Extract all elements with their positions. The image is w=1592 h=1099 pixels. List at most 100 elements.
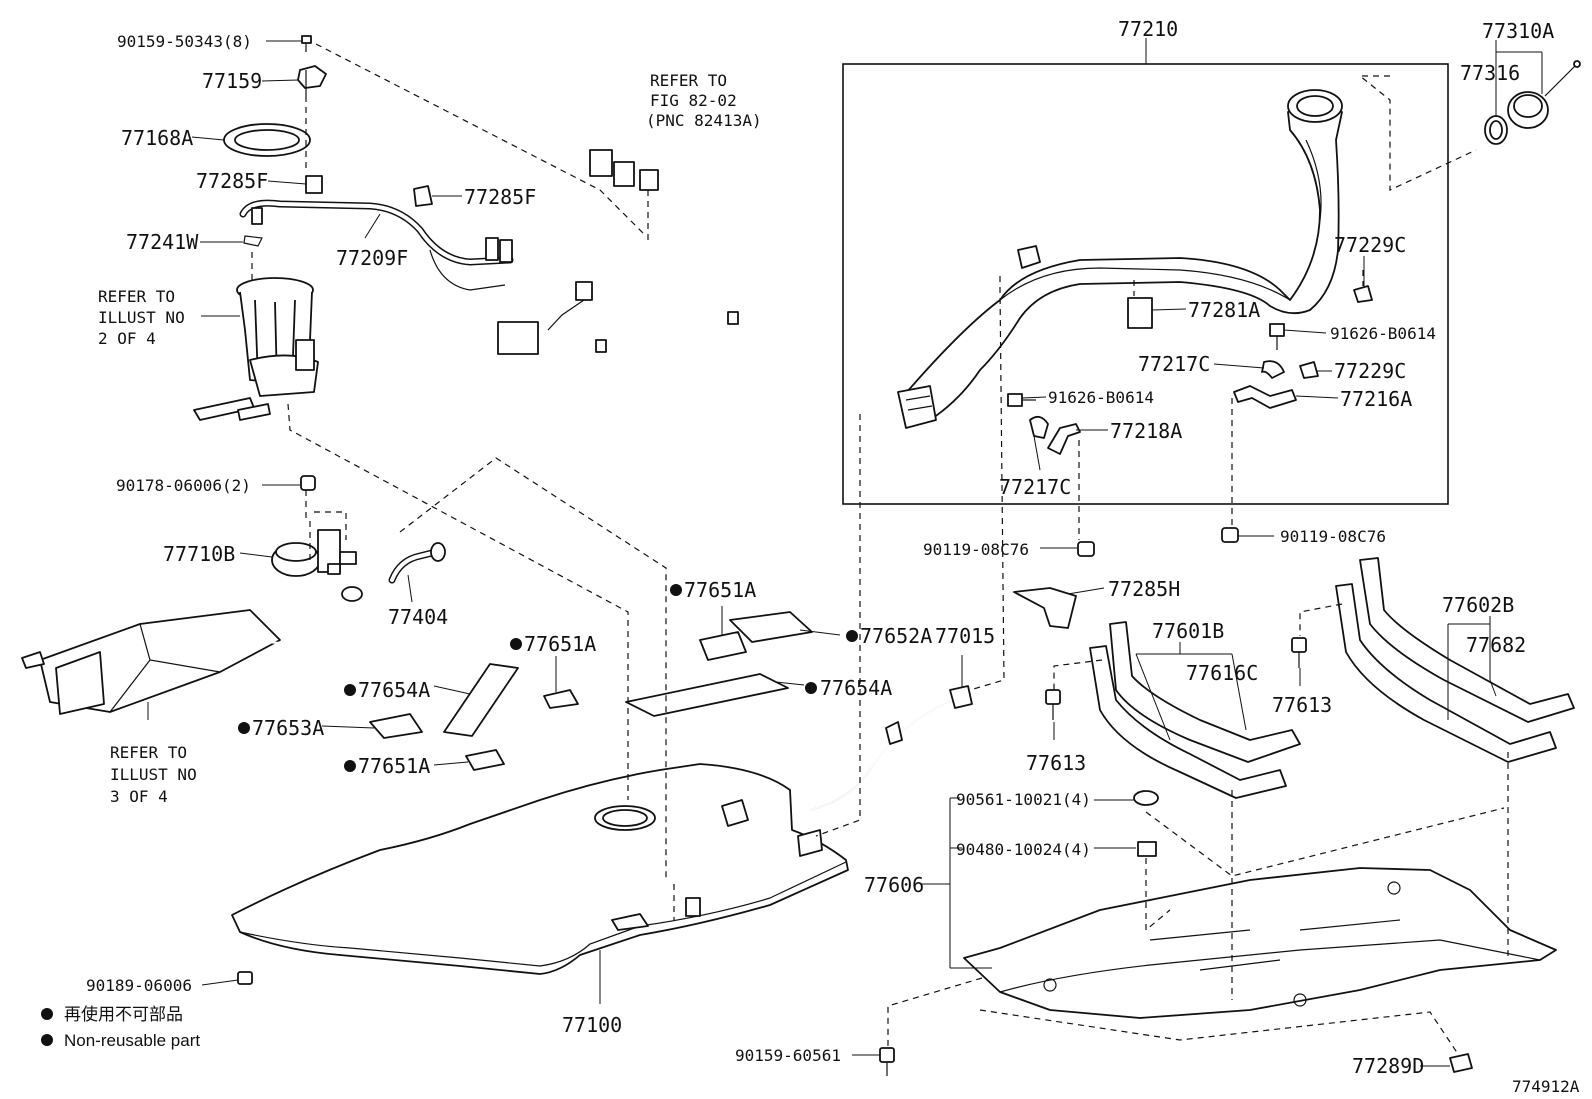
- hose-77209F: [239, 199, 514, 291]
- bolt-90119-08C76-right: [1221, 527, 1239, 543]
- retainer-77159: [297, 65, 327, 96]
- refer-wiring-line1: REFER TO: [650, 71, 727, 90]
- bracket-77218A: [1047, 423, 1081, 455]
- refer-wiring-line2: FIG 82-02: [650, 91, 737, 110]
- clip-77289D: [1449, 1053, 1473, 1073]
- label-77217C-right: 77217C: [1138, 352, 1210, 376]
- clamp-77217C-right: [1261, 360, 1285, 379]
- bolt-90189-06006: [237, 971, 253, 985]
- label-90159-60561: 90159-60561: [735, 1046, 841, 1065]
- label-91626-B0614-right: 91626-B0614: [1330, 324, 1436, 343]
- bracket-77216A: [1233, 385, 1297, 409]
- non-reusable-bullets: [41, 584, 858, 1046]
- figure-code: 774912A: [1512, 1077, 1580, 1096]
- label-90119-08C76-left: 90119-08C76: [923, 540, 1029, 559]
- wiring-harness: [497, 149, 767, 355]
- legend-english: Non-reusable part: [64, 1031, 200, 1050]
- charcoal-canister: [21, 586, 363, 715]
- label-77217C-left: 77217C: [999, 475, 1071, 499]
- screw-90159-50343: [301, 35, 312, 52]
- bolt-77613-left: [1045, 689, 1061, 720]
- nut-90480-10024: [1137, 841, 1157, 857]
- label-77654A-right: 77654A: [820, 676, 892, 700]
- refer-pump-line2: ILLUST NO: [98, 308, 185, 327]
- bolt-91626-B0614-right: [1269, 323, 1285, 350]
- band-77602B: [1335, 557, 1575, 763]
- pad-77651A-bottom: [465, 749, 505, 771]
- label-77404: 77404: [388, 605, 448, 629]
- label-77613-left: 77613: [1026, 751, 1086, 775]
- label-77289D: 77289D: [1352, 1054, 1424, 1078]
- label-77285H: 77285H: [1108, 577, 1180, 601]
- label-90159-50343: 90159-50343(8): [117, 32, 252, 51]
- pad-77651A-mid: [543, 689, 579, 709]
- filler-pipe-77210: [897, 89, 1343, 429]
- pad-77651A-top: [699, 631, 747, 661]
- label-77218A: 77218A: [1110, 419, 1182, 443]
- refer-wiring-line3: (PNC 82413A): [646, 111, 762, 130]
- label-77229C-mid: 77229C: [1334, 359, 1406, 383]
- legend-japanese: 再使用不可部品: [64, 1004, 183, 1024]
- label-77216A: 77216A: [1340, 387, 1412, 411]
- label-77606: 77606: [864, 873, 924, 897]
- fuel-pump-assembly: [193, 277, 319, 421]
- label-77652A: 77652A: [860, 624, 932, 648]
- gasket-77168A: [223, 123, 311, 157]
- refer-canister-line2: ILLUST NO: [110, 765, 197, 784]
- pad-77652A: [729, 611, 813, 643]
- pad-77653A: [369, 713, 423, 739]
- clip-77229C-mid: [1299, 361, 1319, 379]
- label-77601B: 77601B: [1152, 619, 1224, 643]
- refer-canister-line1: REFER TO: [110, 743, 187, 762]
- valve-77710B: [271, 529, 357, 577]
- nut-90178-06006: [300, 475, 316, 491]
- label-91626-B0614-left: 91626-B0614: [1048, 388, 1154, 407]
- refer-canister-line3: 3 OF 4: [110, 787, 168, 806]
- label-77285F-right: 77285F: [464, 185, 536, 209]
- clip-77229C-top: [1353, 285, 1373, 303]
- label-77241W: 77241W: [126, 230, 199, 254]
- label-77602B: 77602B: [1442, 593, 1514, 617]
- clip-90561-10021: [1133, 790, 1159, 806]
- clamp-77285F-left: [305, 175, 323, 194]
- label-77209F: 77209F: [336, 246, 408, 270]
- pad-77654A-left: [443, 663, 519, 737]
- label-77316: 77316: [1460, 61, 1520, 85]
- band-77601B: [1089, 621, 1301, 799]
- refer-pump-line1: REFER TO: [98, 287, 175, 306]
- label-90480-10024: 90480-10024(4): [956, 840, 1091, 859]
- label-77710B: 77710B: [163, 542, 235, 566]
- label-77168A: 77168A: [121, 126, 193, 150]
- clamp-77217C-left: [1029, 415, 1049, 439]
- leader-lines: [147, 40, 1543, 1067]
- label-90561-10021: 90561-10021(4): [956, 790, 1091, 809]
- label-77651A-bottom: 77651A: [358, 754, 430, 778]
- clamp-77281A: [1127, 297, 1153, 329]
- label-90189-06006: 90189-06006: [86, 976, 192, 995]
- assembly-lines: [251, 43, 1509, 1055]
- bolt-90159-60561: [879, 1047, 895, 1076]
- clamp-77285H: [1013, 587, 1077, 629]
- clip-77241W: [243, 235, 263, 247]
- label-90178-06006: 90178-06006(2): [116, 476, 251, 495]
- fuel-cap-77310A: [1507, 60, 1581, 129]
- label-90119-08C76-right: 90119-08C76: [1280, 527, 1386, 546]
- label-77281A: 77281A: [1188, 298, 1260, 322]
- hose-77404: [388, 542, 446, 584]
- bolt-91626-B0614-left: [1007, 393, 1036, 407]
- label-77616C: 77616C: [1186, 661, 1258, 685]
- protector-77606: [963, 867, 1557, 1019]
- label-77654A-left: 77654A: [358, 678, 430, 702]
- label-77159: 77159: [202, 69, 262, 93]
- label-77210: 77210: [1118, 17, 1178, 41]
- refer-pump-line3: 2 OF 4: [98, 329, 156, 348]
- pad-77654A-right: [625, 673, 789, 717]
- label-77100: 77100: [562, 1013, 622, 1037]
- label-77285F-left: 77285F: [196, 169, 268, 193]
- clamp-77285F-right: [413, 185, 433, 207]
- label-77229C-top: 77229C: [1334, 233, 1406, 257]
- label-77651A-mid: 77651A: [524, 632, 596, 656]
- bolt-90119-08C76-left: [1077, 541, 1095, 557]
- bolt-77613-right: [1291, 637, 1307, 668]
